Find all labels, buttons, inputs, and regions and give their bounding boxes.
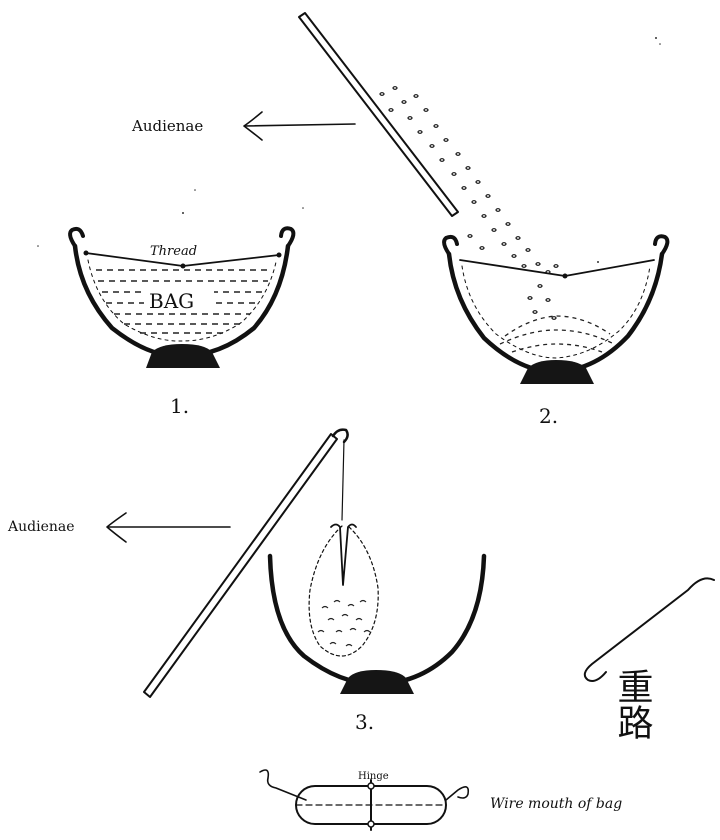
audience-label-1: Audienae <box>131 117 203 135</box>
signature: 重路 <box>585 578 714 740</box>
wire-mouth-caption: Wire mouth of bag <box>490 796 622 812</box>
hanging-bag <box>309 440 378 656</box>
figure-2: 2. <box>299 13 667 428</box>
figure-3: Audienae 3. <box>7 430 484 734</box>
bag-label: BAG <box>149 289 194 313</box>
bowl-2-base <box>520 360 594 384</box>
hinge-label: Hinge <box>358 771 389 782</box>
figure-3-number: 3. <box>355 710 374 734</box>
figure-2-number: 2. <box>539 404 558 428</box>
thread-label: Thread <box>150 244 197 259</box>
signature-characters: 重路 <box>612 668 653 740</box>
falling-contents <box>380 87 558 320</box>
bowl-3 <box>270 556 484 694</box>
bag-3-contents <box>318 601 370 647</box>
figure-1-number: 1. <box>170 394 189 418</box>
bowl-1-base <box>146 344 220 368</box>
figure-1: Audienae <box>70 112 355 418</box>
bag-2-pile <box>500 316 614 352</box>
arrow-to-audience-3 <box>107 513 230 542</box>
wire-mouth-detail: Hinge Wire mouth of bag <box>260 770 622 830</box>
audience-label-3: Audienae <box>7 519 75 535</box>
bowl-2 <box>444 236 667 384</box>
bowl-3-base <box>340 670 414 694</box>
lever-stick-2 <box>299 13 458 216</box>
arrow-to-audience-1 <box>244 112 355 140</box>
